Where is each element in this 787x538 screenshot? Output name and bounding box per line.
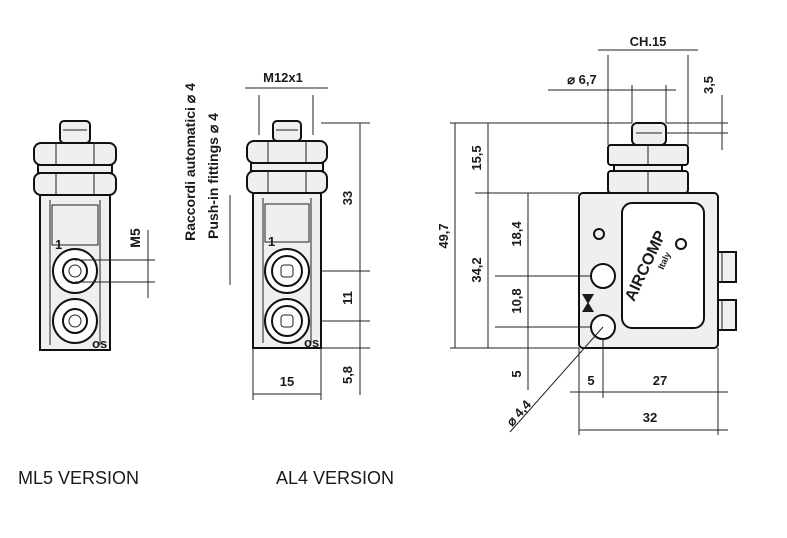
al4-fittings-english: Push-in fittings ⌀ 4 bbox=[205, 113, 221, 239]
svg-text:os: os bbox=[92, 336, 107, 351]
side-stem-dia: ⌀ 6,7 bbox=[567, 72, 597, 87]
caption-al4: AL4 VERSION bbox=[276, 468, 395, 488]
ml5-nut-lower bbox=[33, 172, 117, 196]
side-body-len: 27 bbox=[653, 373, 667, 388]
side-port-upper bbox=[590, 263, 616, 289]
caption-ml5: ML5 VERSION bbox=[18, 468, 140, 488]
svg-text:1: 1 bbox=[268, 234, 275, 249]
side-stem-height: 15,5 bbox=[469, 145, 484, 170]
al4-dim-bottom: 5,8 bbox=[340, 366, 355, 384]
al4-dim-pitch: 11 bbox=[340, 291, 355, 305]
ml5-port-label: M5 bbox=[127, 228, 143, 248]
side-body-height: 34,2 bbox=[469, 257, 484, 282]
ml5-stem bbox=[59, 120, 91, 144]
ml5-port-lower bbox=[52, 298, 98, 344]
side-view: AIRCOMP Italy CH.15 ⌀ 6,7 3,5 bbox=[436, 34, 737, 435]
side-port-upper: 18,4 bbox=[509, 221, 524, 247]
ml5-nut-upper bbox=[33, 142, 117, 166]
side-port-x: 5 bbox=[587, 373, 594, 388]
al4-dim-height: 33 bbox=[340, 191, 355, 205]
side-stem-top: 3,5 bbox=[701, 76, 716, 94]
side-stem bbox=[631, 122, 667, 146]
side-small-hole bbox=[593, 228, 605, 240]
side-wrench: CH.15 bbox=[630, 34, 667, 49]
al4-thread-label: M12x1 bbox=[263, 70, 303, 85]
al4-fittings-italian: Raccordi automatici ⌀ 4 bbox=[182, 83, 198, 241]
al4-view: Raccordi automatici ⌀ 4 Push-in fittings… bbox=[182, 70, 370, 400]
side-port-pitch: 10,8 bbox=[509, 288, 524, 313]
side-total-len: 32 bbox=[643, 410, 657, 425]
svg-text:1: 1 bbox=[55, 237, 62, 252]
ml5-view: 1 os M5 bbox=[33, 120, 155, 351]
side-total-height: 49,7 bbox=[436, 223, 451, 248]
side-hole-dia: ⌀ 4,4 bbox=[503, 396, 534, 429]
al4-dim-width: 15 bbox=[280, 374, 294, 389]
svg-text:os: os bbox=[304, 335, 319, 350]
side-port-low: 5 bbox=[509, 370, 524, 377]
ml5-port-upper bbox=[52, 248, 98, 294]
